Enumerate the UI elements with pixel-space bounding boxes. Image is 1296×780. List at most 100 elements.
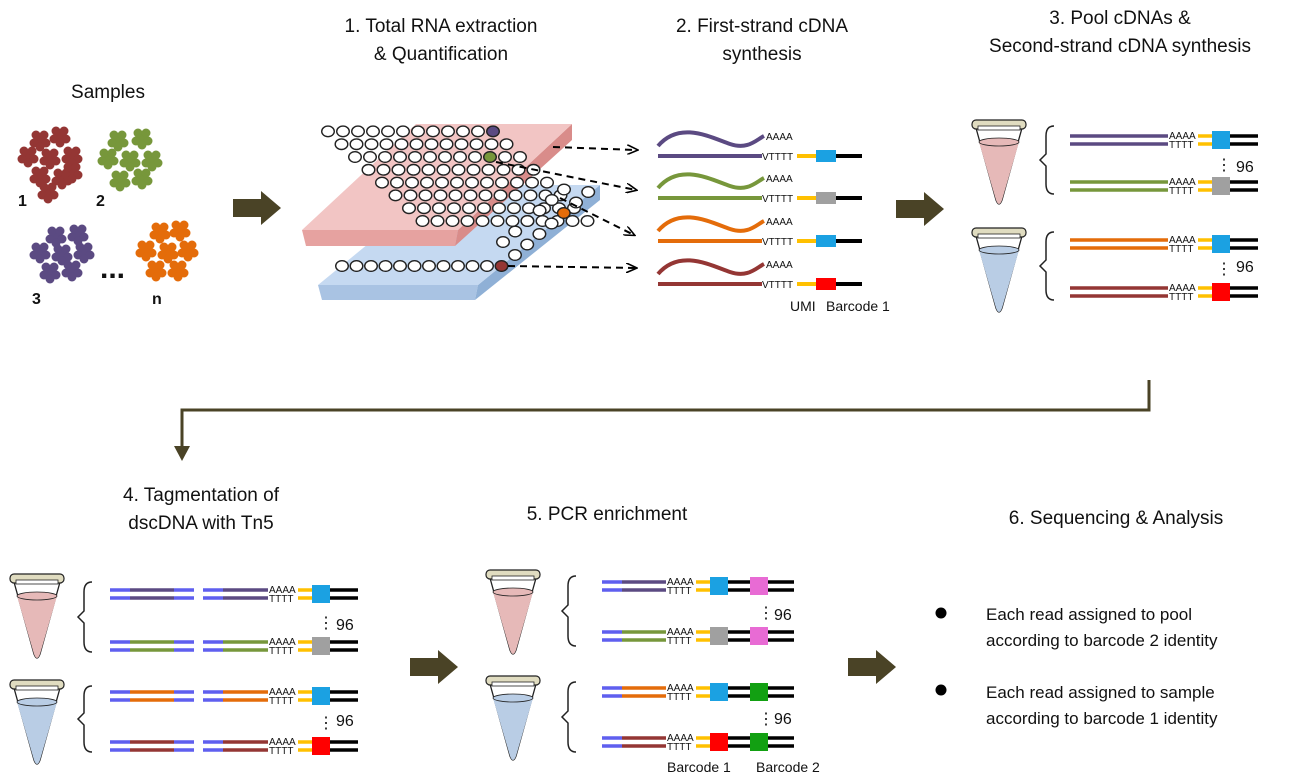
pool-bracket [76, 685, 93, 753]
cdna-molecule-1: AAAA VTTTT [656, 130, 862, 163]
samples-title: Samples [71, 82, 145, 103]
vpolyt-text: VTTTT [762, 152, 793, 163]
plate-wells-bottom [335, 183, 596, 273]
vertical-dots: ⋮ [318, 615, 334, 632]
polyt-text: TTTT [269, 646, 293, 657]
vertical-dots: ⋮ [1216, 261, 1232, 278]
vertical-dots: ⋮ [758, 605, 774, 622]
polyt-text: TTTT [667, 586, 691, 597]
tube-tagmentation-2 [9, 679, 65, 765]
vpolyt-text: VTTTT [762, 237, 793, 248]
sample-cluster-1 [17, 126, 83, 204]
sample-label-2: 2 [96, 193, 105, 210]
umi-label: UMI [790, 298, 816, 314]
sample-cluster-3 [29, 224, 95, 284]
sample-cluster-2 [97, 128, 163, 192]
step2-title-line1: 2. First-strand cDNA [676, 16, 848, 37]
row-connector [174, 380, 1151, 461]
pool-count-96: 96 [336, 713, 354, 730]
bullet2-line2: according to barcode 1 identity [986, 709, 1218, 728]
polya-text: AAAA [667, 683, 694, 694]
polya-text: AAAA [766, 132, 793, 143]
sample-label-n: n [152, 291, 162, 308]
bullet-dot-1 [935, 607, 947, 619]
polya-text: AAAA [766, 217, 793, 228]
well-to-cdna-arrows [495, 147, 637, 268]
polya-text: AAAA [1169, 131, 1196, 142]
vertical-dots: ⋮ [758, 711, 774, 728]
bullet-dot-2 [935, 684, 947, 696]
polyt-text: TTTT [667, 636, 691, 647]
vertical-dots: ⋮ [318, 715, 334, 732]
sample-label-1: 1 [18, 193, 27, 210]
polyt-text: TTTT [667, 692, 691, 703]
step5-title: 5. PCR enrichment [527, 504, 688, 525]
bullet2-line1: Each read assigned to sample [986, 683, 1215, 702]
cdna-molecule-2: AAAA VTTTT [656, 172, 862, 205]
vpolyt-text: VTTTT [762, 194, 793, 205]
bullet1-line2: according to barcode 2 identity [986, 631, 1218, 650]
pool-count-96: 96 [774, 711, 792, 728]
tube-pool-2 [971, 227, 1027, 313]
pool-count-96: 96 [774, 607, 792, 624]
polyt-text: TTTT [667, 742, 691, 753]
step4-title-line2: dscDNA with Tn5 [128, 513, 273, 534]
step3-title-line2: Second-strand cDNA synthesis [989, 36, 1251, 57]
polyt-text: TTTT [269, 746, 293, 757]
sample-label-3: 3 [32, 291, 41, 308]
vpolyt-text: VTTTT [762, 280, 793, 291]
analysis-bullets: Each read assigned to pool according to … [935, 605, 1218, 728]
step4-title-line1: 4. Tagmentation of [123, 485, 280, 506]
process-arrow-1 [233, 191, 281, 225]
step1-title-line2: & Quantification [374, 44, 508, 65]
polya-text: AAAA [766, 174, 793, 185]
tube-pool-1 [971, 119, 1027, 205]
process-arrow-4 [848, 650, 896, 684]
polya-text: AAAA [766, 260, 793, 271]
polyt-text: TTTT [1169, 292, 1193, 303]
polya-text: AAAA [667, 577, 694, 588]
polya-text: AAAA [1169, 235, 1196, 246]
pool-bracket [76, 581, 93, 653]
step6-title: 6. Sequencing & Analysis [1009, 508, 1223, 529]
polyt-text: TTTT [269, 594, 293, 605]
plate-stack [302, 124, 600, 300]
barcode2-label: Barcode 2 [756, 759, 820, 775]
pool-bracket [560, 575, 577, 647]
pool-bracket [560, 681, 577, 753]
barcode1-label-step2: Barcode 1 [826, 298, 890, 314]
pool-count-96: 96 [1236, 259, 1254, 276]
pool-bracket [1038, 125, 1055, 195]
polyt-text: TTTT [1169, 140, 1193, 151]
polya-text: AAAA [667, 627, 694, 638]
tube-pcr-1 [485, 569, 541, 655]
polya-text: AAAA [667, 733, 694, 744]
process-arrow-2 [896, 192, 944, 226]
plate-wells-top [321, 125, 595, 227]
polya-text: AAAA [1169, 283, 1196, 294]
vertical-dots: ⋮ [1216, 157, 1232, 174]
polyt-text: TTTT [269, 696, 293, 707]
tube-tagmentation-1 [9, 573, 65, 659]
pool-count-96: 96 [336, 617, 354, 634]
step3-title-line1: 3. Pool cDNAs & [1049, 8, 1191, 29]
cdna-molecule-3: AAAA VTTTT [656, 215, 862, 248]
process-arrows [233, 191, 944, 684]
bullet1-line1: Each read assigned to pool [986, 605, 1192, 624]
polya-text: AAAA [269, 687, 296, 698]
process-arrow-3 [410, 650, 458, 684]
samples-ellipsis: ... [100, 252, 125, 285]
